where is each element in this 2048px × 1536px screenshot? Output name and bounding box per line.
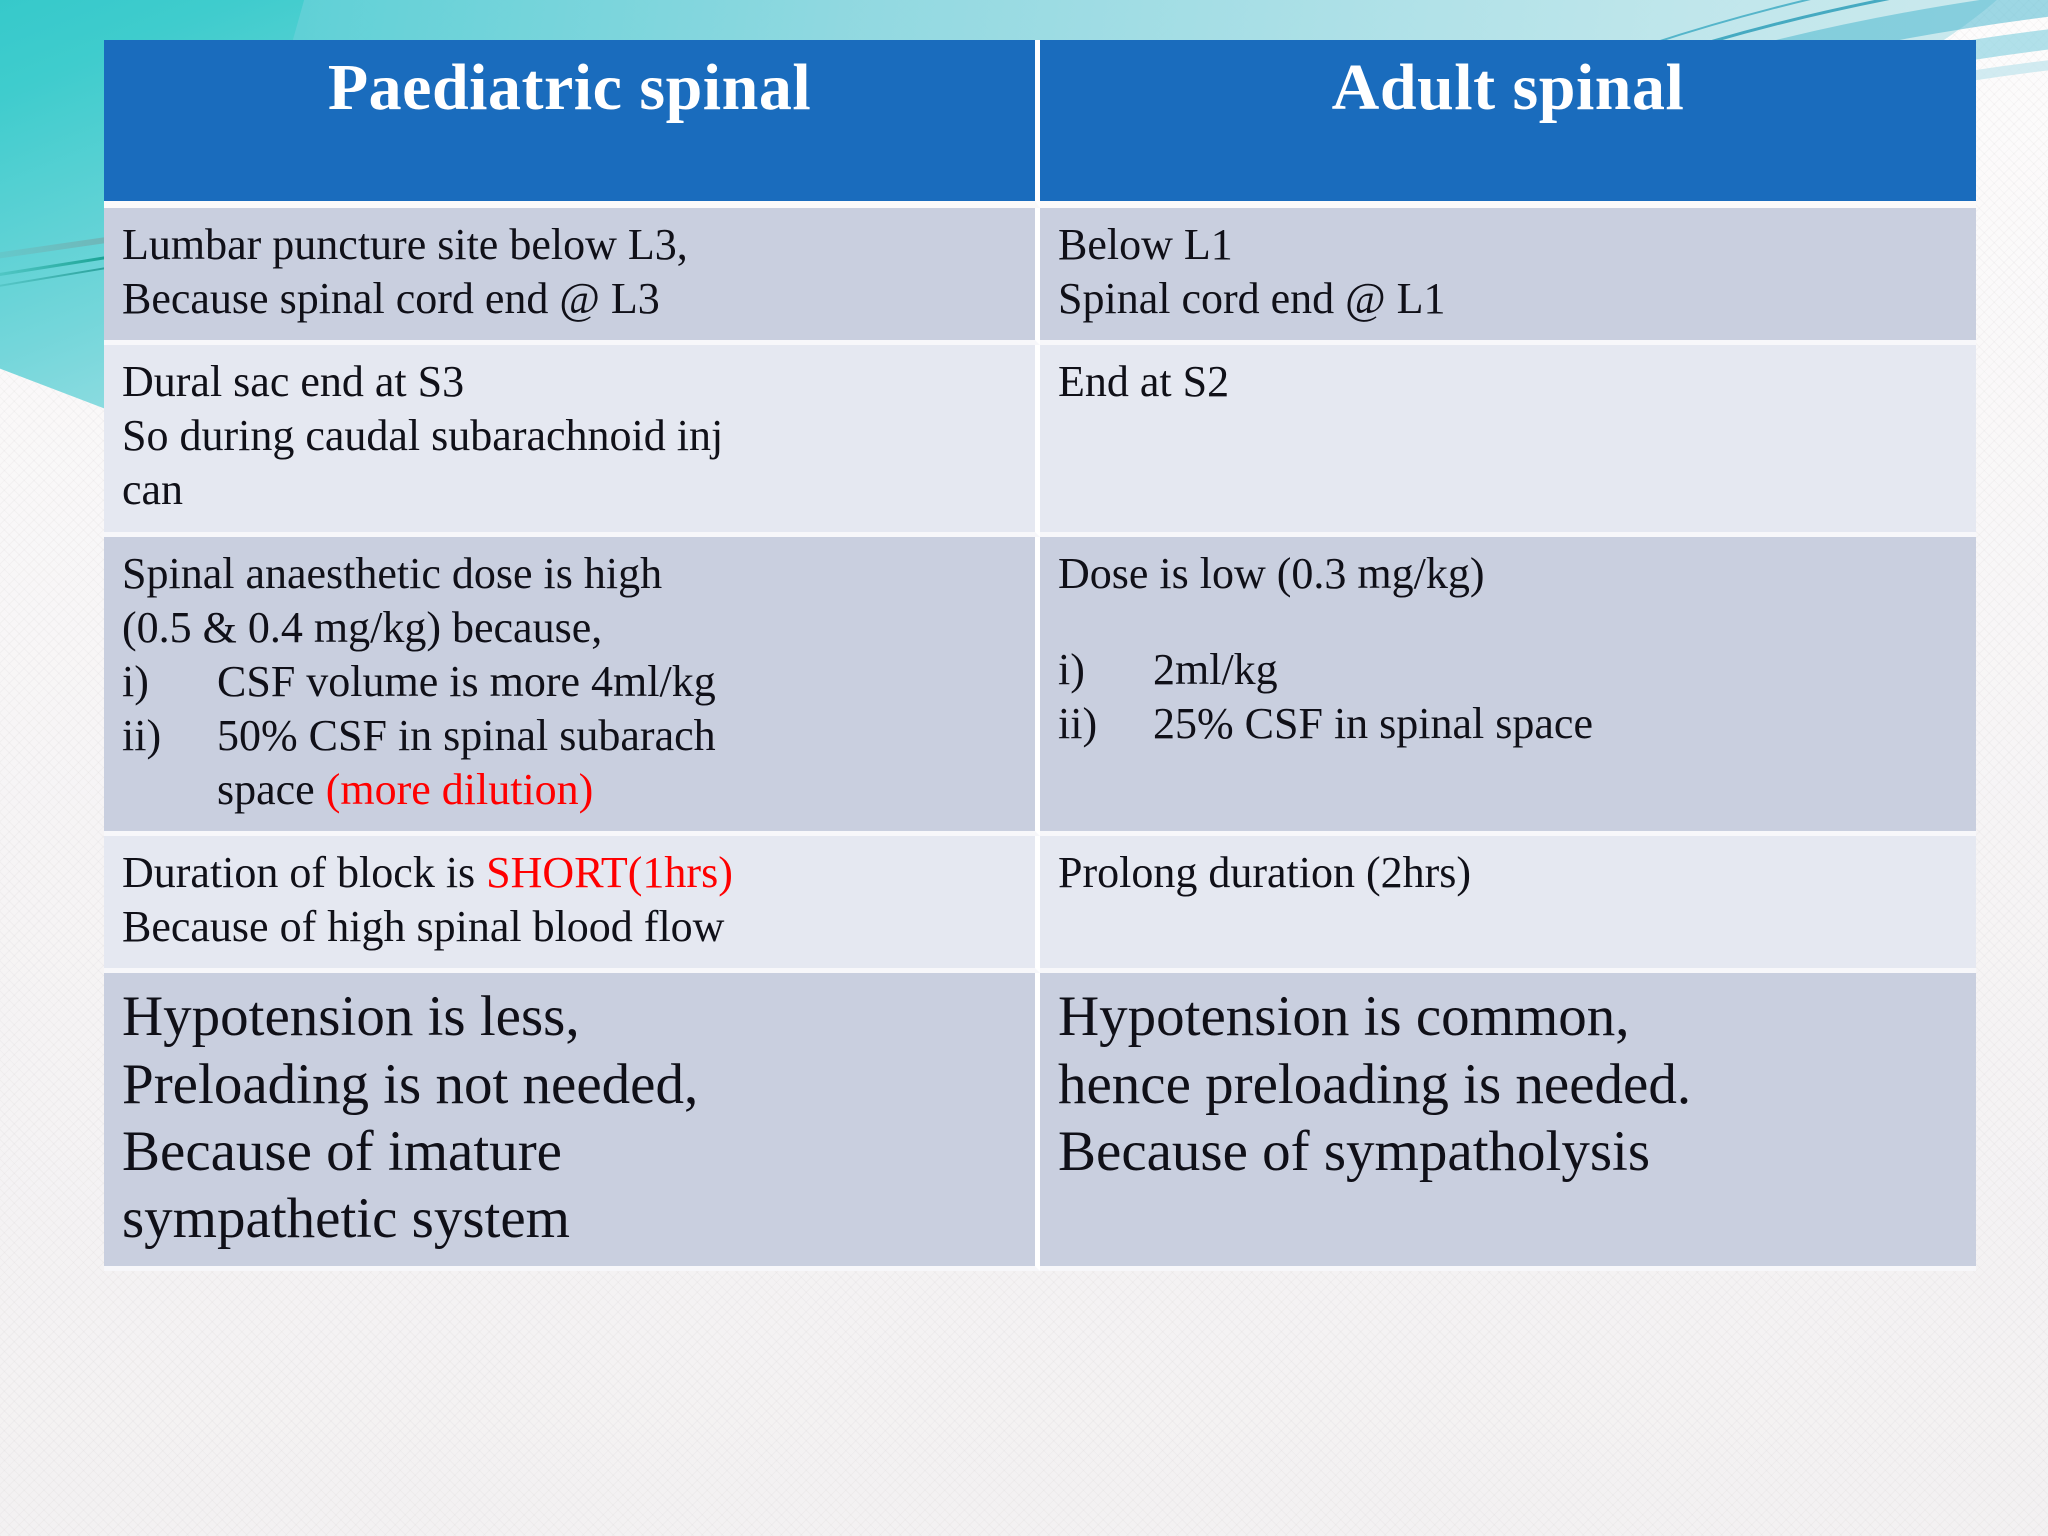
- text-line: Because of imature: [122, 1119, 562, 1183]
- table-row: Duration of block is SHORT(1hrs) Because…: [104, 836, 1976, 974]
- text-line: Hypotension is less,: [122, 985, 580, 1049]
- cell-adult-hypotension: Hypotension is common, hence preloading …: [1040, 973, 1976, 1272]
- list-marker: i): [1058, 644, 1085, 694]
- list-text: 2ml/kg: [1153, 644, 1278, 694]
- highlight-more-dilution: (more dilution): [325, 764, 594, 814]
- spacer: [1058, 601, 1958, 643]
- text-line: can: [122, 465, 184, 515]
- list-marker: ii): [1058, 698, 1098, 748]
- paediatric-vs-adult-spinal-table: Paediatric spinal Adult spinal Lumbar pu…: [104, 40, 1976, 1272]
- text-line: Dose is low (0.3 mg/kg): [1058, 548, 1485, 598]
- list-marker: ii): [122, 710, 162, 760]
- table-body: Lumbar puncture site below L3, Because s…: [104, 208, 1976, 1272]
- list-text: 50% CSF in spinal subarach: [217, 710, 716, 760]
- cell-paediatric-duration: Duration of block is SHORT(1hrs) Because…: [104, 836, 1040, 974]
- header-adult-spinal: Adult spinal: [1040, 40, 1976, 208]
- text-line: sympathetic system: [122, 1187, 571, 1251]
- text-line: hence preloading is needed.: [1058, 1052, 1692, 1116]
- text-line: Because spinal cord end @ L3: [122, 274, 660, 324]
- text-fragment: Duration of block is: [122, 848, 487, 898]
- text-line: Hypotension is common,: [1058, 985, 1630, 1049]
- list-item: ii) 25% CSF in spinal space: [1058, 697, 1958, 751]
- cell-paediatric-dose: Spinal anaesthetic dose is high (0.5 & 0…: [104, 536, 1040, 837]
- list-item: i) CSF volume is more 4ml/kg: [122, 655, 1017, 709]
- highlight-short-duration: SHORT(1hrs): [486, 848, 733, 898]
- text-line: Dural sac end at S3: [122, 357, 465, 407]
- header-paediatric-spinal: Paediatric spinal: [104, 40, 1040, 208]
- cell-adult-dural-sac: End at S2: [1040, 345, 1976, 537]
- text-line: Lumbar puncture site below L3,: [122, 220, 688, 269]
- cell-adult-duration: Prolong duration (2hrs): [1040, 836, 1976, 974]
- cell-paediatric-hypotension: Hypotension is less, Preloading is not n…: [104, 973, 1040, 1272]
- table-row: Lumbar puncture site below L3, Because s…: [104, 208, 1976, 346]
- text-line: Prolong duration (2hrs): [1058, 848, 1472, 898]
- cell-adult-dose: Dose is low (0.3 mg/kg) i) 2ml/kg ii) 25% …: [1040, 536, 1976, 837]
- list-text: space: [217, 764, 326, 814]
- list-marker: i): [122, 656, 149, 706]
- cell-paediatric-puncture-site: Lumbar puncture site below L3, Because s…: [104, 208, 1040, 346]
- cell-adult-puncture-site: Below L1 Spinal cord end @ L1: [1040, 208, 1976, 346]
- list-text: 25% CSF in spinal space: [1153, 698, 1593, 748]
- list-item: i) 2ml/kg: [1058, 643, 1958, 697]
- text-line: Preloading is not needed,: [122, 1052, 699, 1116]
- text-line: Duration of block is SHORT(1hrs): [122, 846, 1017, 900]
- list-text: CSF volume is more 4ml/kg: [217, 656, 716, 706]
- list-item: ii) 50% CSF in spinal subarach: [122, 709, 1017, 763]
- text-line: Spinal anaesthetic dose is high: [122, 548, 663, 598]
- text-line: Below L1: [1058, 220, 1233, 269]
- list-item-continuation: space (more dilution): [122, 763, 1017, 817]
- table-header-row: Paediatric spinal Adult spinal: [104, 40, 1976, 208]
- text-line: End at S2: [1058, 357, 1230, 407]
- text-line: Because of high spinal blood flow: [122, 902, 725, 952]
- table-row: Spinal anaesthetic dose is high (0.5 & 0…: [104, 536, 1976, 837]
- text-line: Spinal cord end @ L1: [1058, 274, 1446, 324]
- table-row: Dural sac end at S3 So during caudal sub…: [104, 345, 1976, 537]
- table-row: Hypotension is less, Preloading is not n…: [104, 973, 1976, 1272]
- text-line: Because of sympatholysis: [1058, 1119, 1651, 1183]
- text-line: (0.5 & 0.4 mg/kg) because,: [122, 602, 603, 652]
- text-line: So during caudal subarachnoid inj: [122, 411, 724, 461]
- cell-paediatric-dural-sac: Dural sac end at S3 So during caudal sub…: [104, 345, 1040, 537]
